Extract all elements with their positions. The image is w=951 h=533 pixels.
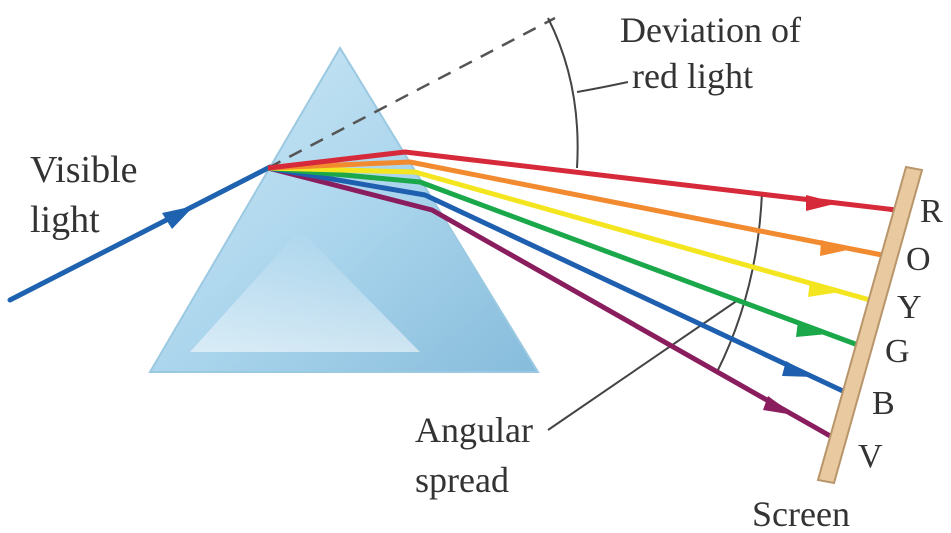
angular-spread-label-line2: spread (415, 460, 509, 500)
angular-spread-label-line1: Angular (415, 410, 533, 450)
dispersed-rays (267, 149, 897, 440)
screen-label: Screen (752, 494, 850, 533)
ray-yellow (267, 165, 871, 303)
prism (148, 46, 540, 373)
incident-ray-arrow (162, 206, 194, 229)
ray-blue (267, 165, 847, 395)
arrow-green (796, 321, 828, 337)
angular-spread-leader (547, 299, 739, 431)
ray-green (267, 165, 859, 348)
ray-orange (267, 159, 883, 258)
visible-light-label-line1: Visible (30, 149, 138, 191)
ray-red (267, 149, 897, 213)
deviation-label-line2: red light (632, 56, 753, 96)
letter-red: R (920, 193, 943, 230)
letter-violet: V (858, 438, 883, 475)
arrow-red (806, 195, 838, 211)
angular-spread-arc (716, 191, 763, 373)
letter-orange: O (906, 241, 931, 278)
undeviated-dashed-line (267, 16, 556, 170)
arrow-yellow (808, 281, 840, 297)
prism-highlight (190, 230, 420, 352)
ray-violet (267, 165, 834, 440)
letter-blue: B (872, 385, 895, 422)
deviation-label-line1: Deviation of (620, 10, 801, 50)
screen (816, 165, 924, 485)
arrow-orange (820, 240, 852, 256)
arrow-blue (782, 361, 814, 377)
incident-ray (7, 164, 273, 303)
deviation-leader (576, 81, 629, 93)
arrow-violet (763, 396, 794, 415)
visible-light-label-line2: light (30, 199, 100, 241)
letter-yellow: Y (897, 289, 922, 326)
letter-green: G (885, 333, 910, 370)
deviation-arc (547, 17, 579, 169)
